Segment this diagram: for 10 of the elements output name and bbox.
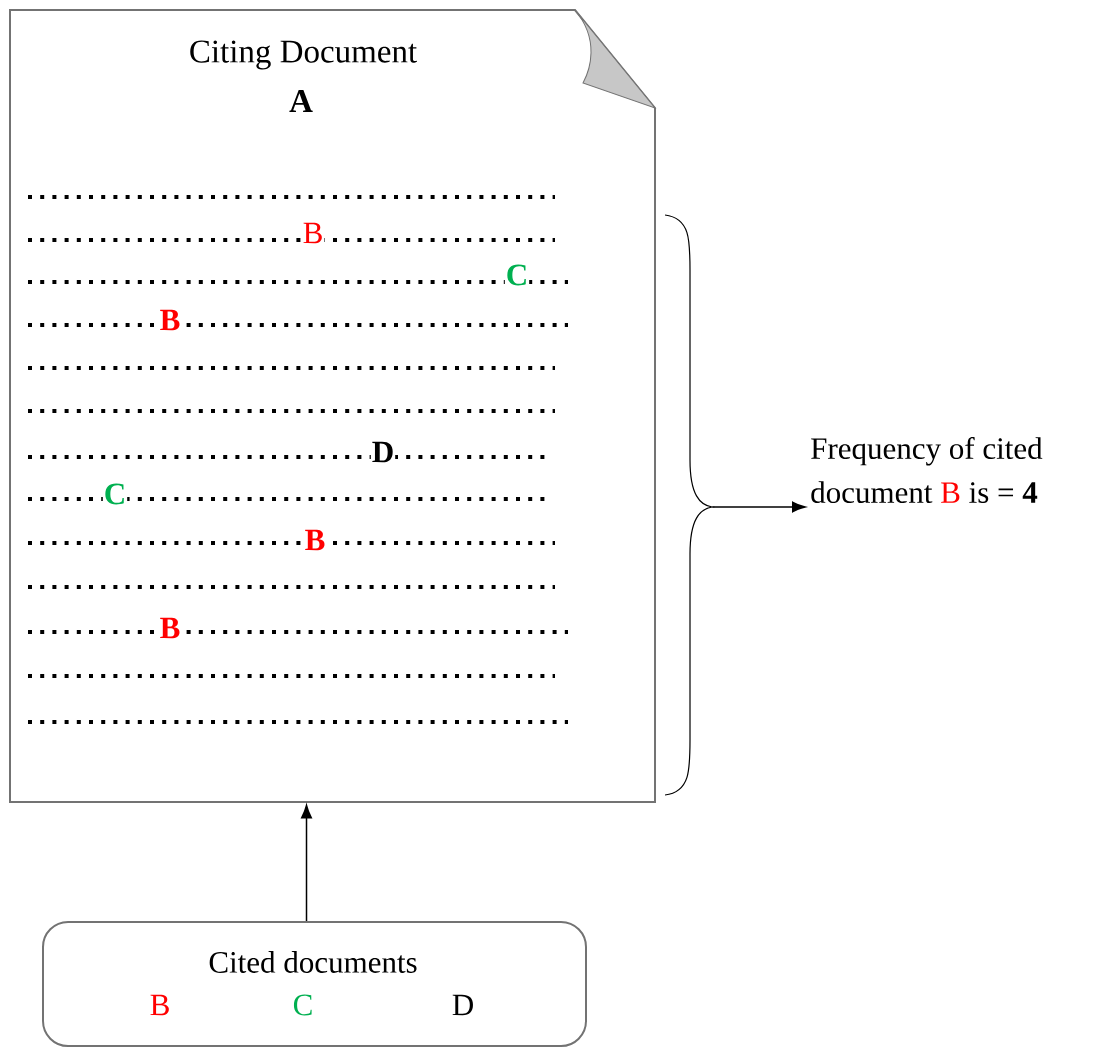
cited-letter: B <box>150 994 169 1016</box>
arrow <box>711 501 806 513</box>
curly-brace <box>664 214 713 796</box>
cited-letter: D <box>452 994 473 1016</box>
document-letter: A <box>289 90 313 112</box>
heading: Citing Document <box>190 40 417 70</box>
result-text: Frequency of cited document B is = 4 <box>811 436 1043 504</box>
box-heading: Cited documents <box>209 951 417 973</box>
arrow <box>301 804 312 922</box>
cited-letter: C <box>293 994 312 1016</box>
